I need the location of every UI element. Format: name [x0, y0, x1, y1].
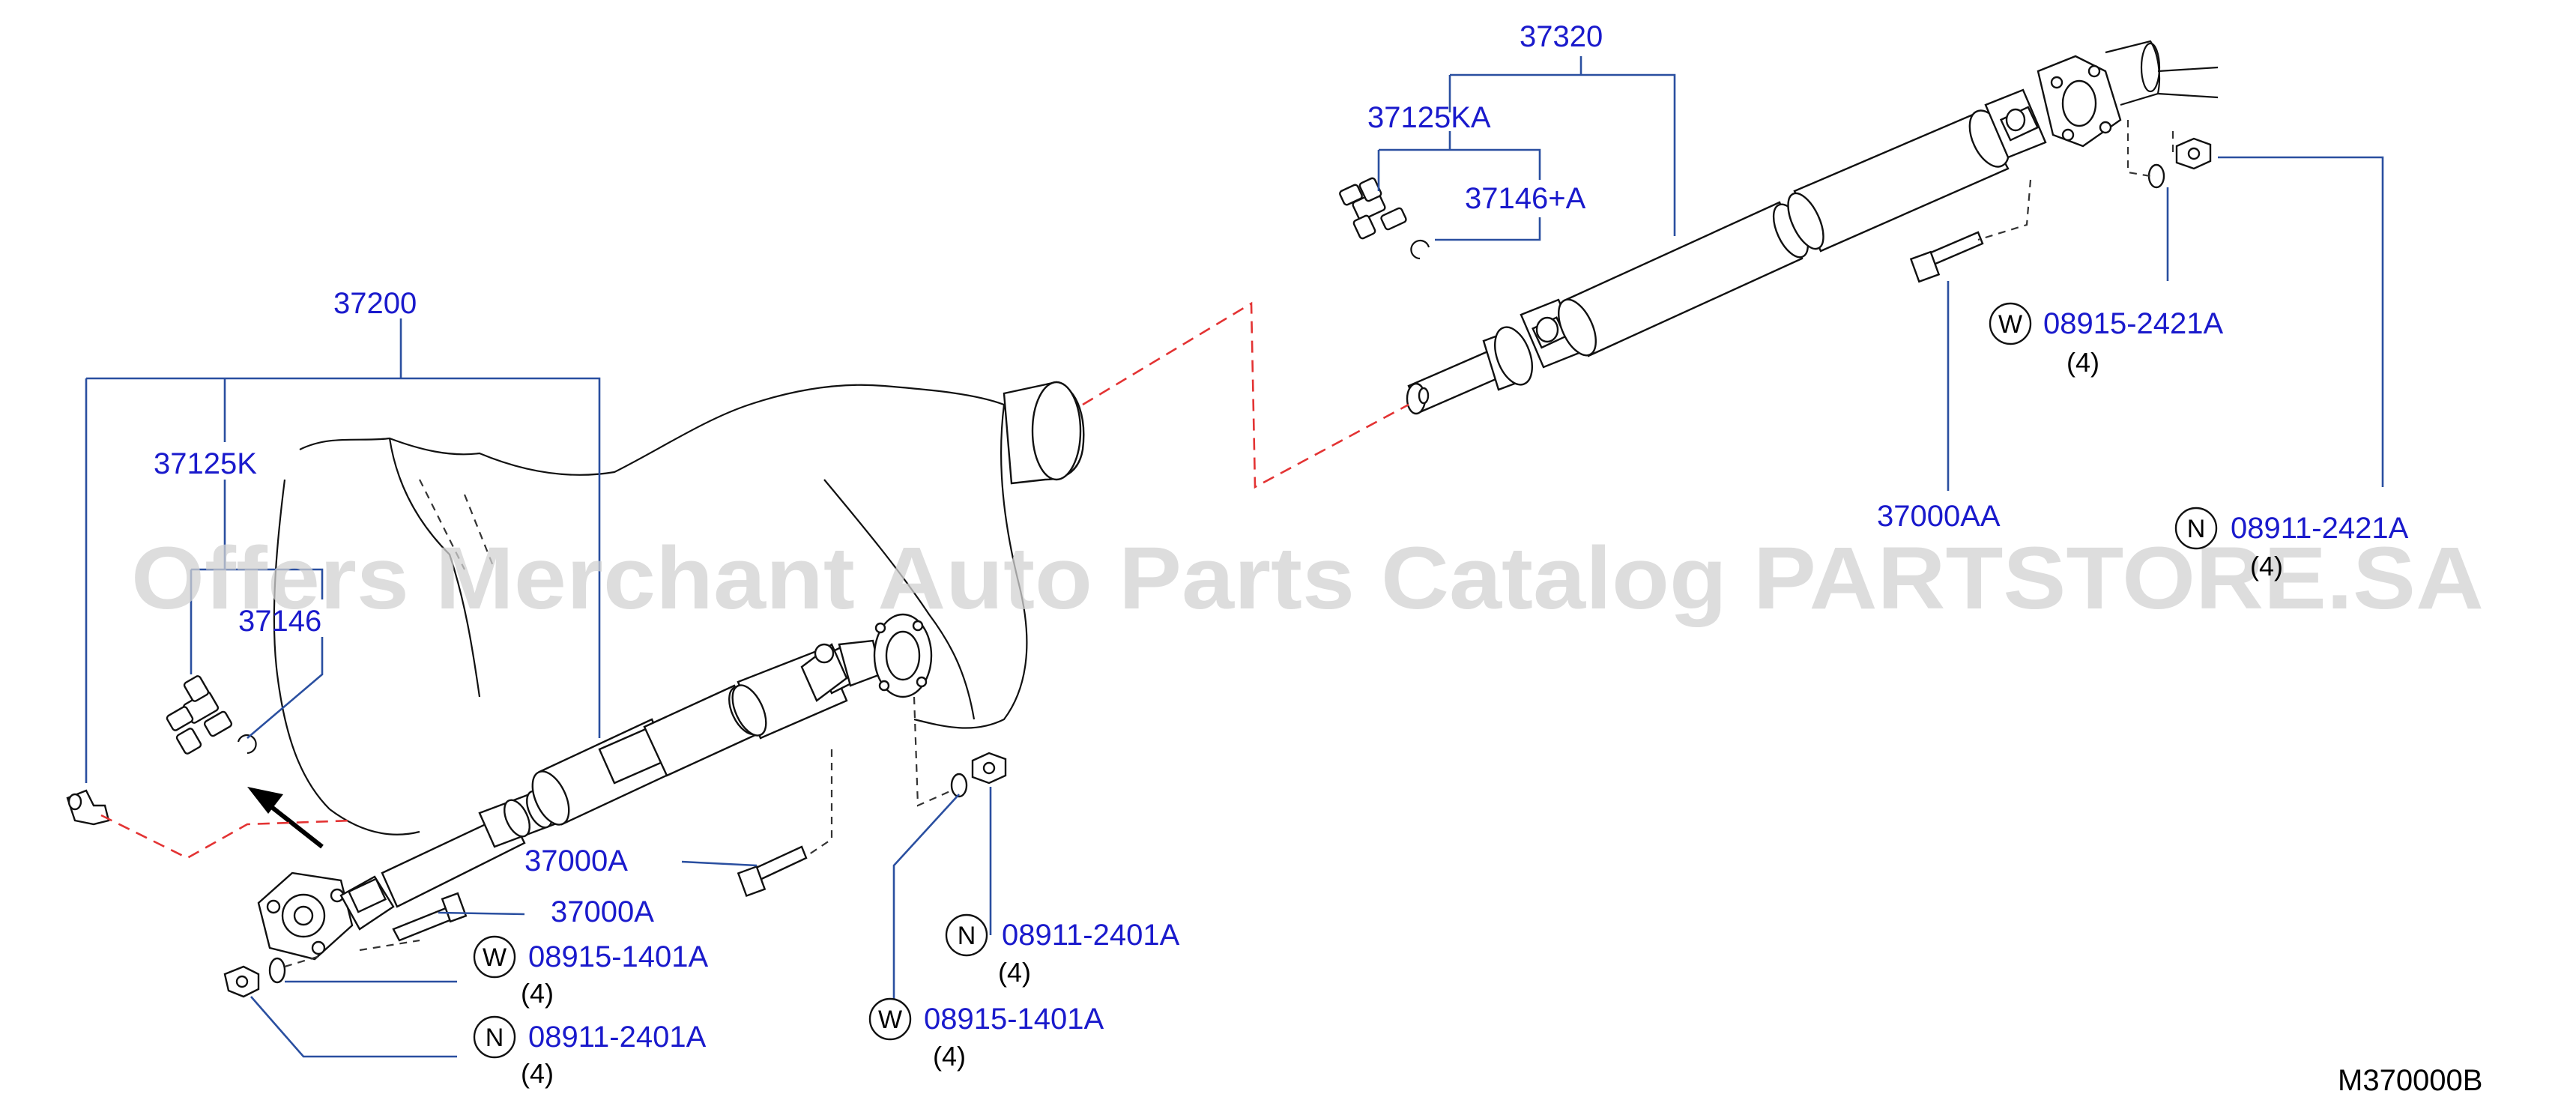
front-nut-icon — [223, 965, 260, 998]
quantity: (4) — [933, 1041, 966, 1072]
label-37200: 37200 — [333, 287, 417, 320]
part-number: 08915-1401A — [924, 1003, 1104, 1036]
front-washer-icon — [268, 957, 286, 984]
center-washer-icon — [950, 773, 968, 798]
callout-washer-center: W 08915-1401A (4) — [868, 997, 1104, 1072]
part-number: 08911-2421A — [2231, 512, 2409, 545]
watermark: Offers Merchant Auto Parts Catalog PARTS… — [131, 529, 2484, 628]
quantity: (4) — [2250, 551, 2283, 581]
front-bolt-icon — [392, 892, 468, 942]
label-37320: 37320 — [1520, 20, 1603, 53]
quantity: (4) — [521, 978, 554, 1009]
callout-nut-rear: N 08911-2421A (4) — [2174, 507, 2409, 581]
label-37125KA: 37125KA — [1367, 101, 1491, 134]
center-bolt-icon — [737, 845, 808, 898]
callout-washer-rear: W 08915-2421A (4) — [1989, 302, 2224, 378]
center-nut-icon — [971, 752, 1007, 785]
part-number: 08911-2401A — [528, 1021, 707, 1054]
nut-symbol: N — [958, 922, 976, 950]
direction-arrow-icon — [247, 787, 324, 849]
front-snap-ring-icon — [237, 734, 257, 755]
front-propeller-shaft — [257, 613, 933, 961]
diagram-code: M370000B — [2338, 1064, 2482, 1097]
callout-nut-front: N 08911-2401A (4) — [473, 1015, 707, 1089]
label-37000AA: 37000AA — [1877, 500, 2001, 533]
label-37146: 37146 — [238, 605, 321, 638]
label-37146A: 37146+A — [1465, 182, 1586, 215]
washer-symbol: W — [1998, 310, 2022, 339]
label-37000A-center: 37000A — [524, 844, 628, 877]
washer-symbol: W — [483, 943, 507, 972]
washer-symbol: W — [878, 1006, 902, 1034]
rear-propeller-shaft — [1406, 40, 2219, 415]
label-37000A-front: 37000A — [551, 895, 654, 928]
nut-symbol: N — [2187, 515, 2206, 543]
part-number: 08915-2421A — [2043, 307, 2224, 340]
front-joint-spider-icon — [166, 675, 233, 755]
rear-washer-icon — [2147, 163, 2165, 189]
part-number: 08915-1401A — [528, 940, 709, 973]
rear-snap-ring-icon — [1410, 239, 1430, 260]
part-number: 08911-2401A — [1002, 919, 1180, 952]
rear-nut-icon — [2175, 137, 2212, 170]
rear-bolt-icon — [1909, 231, 1984, 283]
label-37125K: 37125K — [154, 447, 257, 480]
quantity: (4) — [521, 1058, 554, 1089]
nut-symbol: N — [486, 1024, 504, 1052]
leader-lines — [85, 56, 2384, 1058]
assembly-lines — [100, 120, 2174, 968]
grease-nipple-icon — [66, 789, 110, 826]
callout-washer-front: W 08915-1401A (4) — [473, 935, 709, 1009]
callout-nut-center: N 08911-2401A (4) — [945, 913, 1180, 988]
rear-joint-spider-icon — [1339, 177, 1407, 240]
quantity: (4) — [998, 957, 1031, 988]
transmission-housing — [273, 381, 1085, 835]
quantity: (4) — [2066, 347, 2099, 378]
